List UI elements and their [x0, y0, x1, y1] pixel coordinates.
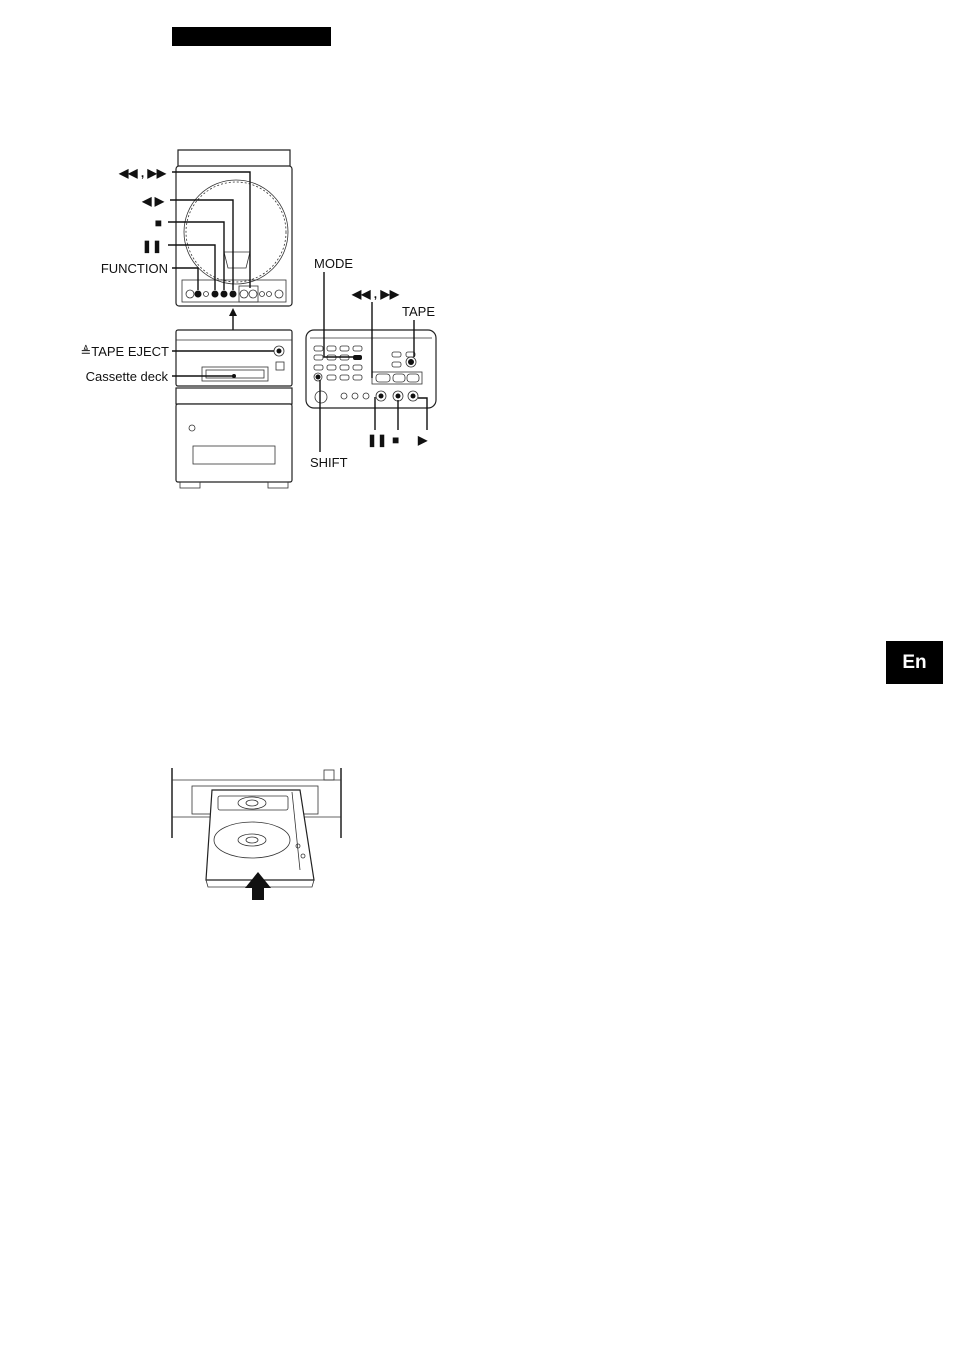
unit-function-label: FUNCTION: [101, 261, 168, 276]
remote-play-label: ▶: [417, 433, 428, 447]
remote-shift-label: SHIFT: [310, 455, 348, 470]
stereo-unit-illustration: [168, 150, 292, 488]
unit-play-label: ◀ ▶: [141, 194, 165, 208]
language-tab: En: [886, 641, 943, 684]
unit-tape-eject-label: ≜TAPE EJECT: [80, 344, 169, 359]
unit-rew-ff-label: ◀◀ , ▶▶: [118, 166, 167, 180]
cassette-insertion-illustration: [172, 768, 341, 900]
remote-pause-label: ❚❚: [367, 433, 387, 448]
remote-rew-ff-label: ◀◀ , ▶▶: [351, 287, 400, 301]
unit-pause-label: ❚❚: [142, 239, 162, 254]
unit-cassette-deck-label: Cassette deck: [86, 369, 169, 384]
remote-tape-label: TAPE: [402, 304, 435, 319]
remote-mode-label: MODE: [314, 256, 353, 271]
unit-stop-label: ■: [155, 216, 162, 230]
remote-stop-label: ■: [392, 433, 399, 447]
